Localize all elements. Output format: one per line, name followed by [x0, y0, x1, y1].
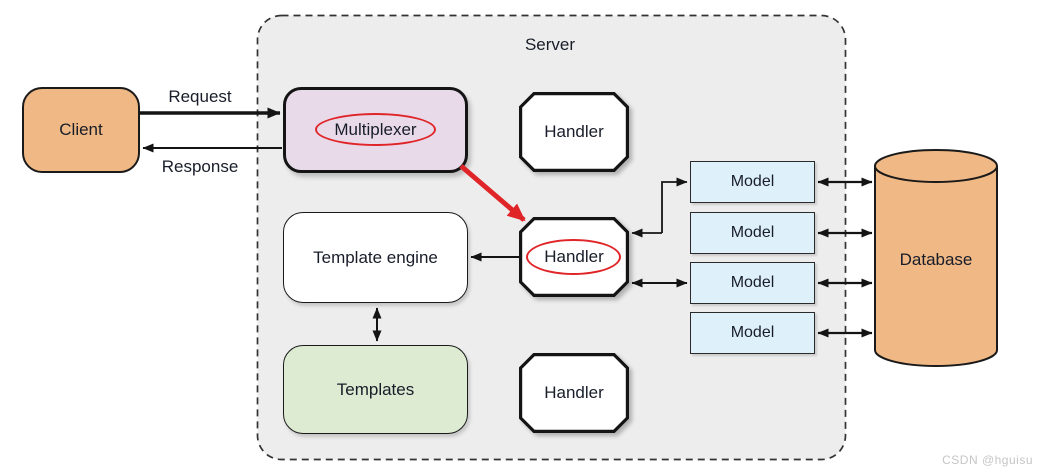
request-edge-label: Request — [168, 87, 232, 106]
client-label: Client — [59, 120, 103, 139]
red-highlight-arrow — [459, 164, 526, 222]
server-title: Server — [524, 35, 576, 54]
handler-top-node: Handler — [519, 92, 629, 172]
model-node-2: Model — [690, 212, 815, 254]
model-2-label: Model — [730, 224, 775, 241]
handler-bottom-label: Handler — [544, 383, 604, 402]
model-node-4: Model — [690, 312, 815, 354]
model-node-1: Model — [690, 161, 815, 203]
handler-bottom-node: Handler — [519, 353, 629, 433]
model-1-label: Model — [730, 173, 775, 190]
handler-to-model1-arrow — [661, 177, 688, 233]
response-edge-label: Response — [161, 157, 239, 176]
model-4-label: Model — [730, 324, 775, 341]
templates-label: Templates — [336, 379, 415, 399]
templates-node: Templates — [283, 345, 468, 434]
template-engine-node: Template engine — [283, 212, 468, 303]
model-3-label: Model — [730, 274, 775, 291]
template-engine-label: Template engine — [313, 247, 438, 267]
client-node: Client — [22, 87, 140, 173]
database-label: Database — [899, 250, 973, 269]
handler-highlight-ellipse — [526, 239, 621, 275]
handler-top-label: Handler — [544, 122, 604, 141]
watermark: CSDN @hguisu — [942, 453, 1033, 467]
multiplexer-highlight-ellipse — [315, 113, 436, 146]
model-node-3: Model — [690, 262, 815, 304]
